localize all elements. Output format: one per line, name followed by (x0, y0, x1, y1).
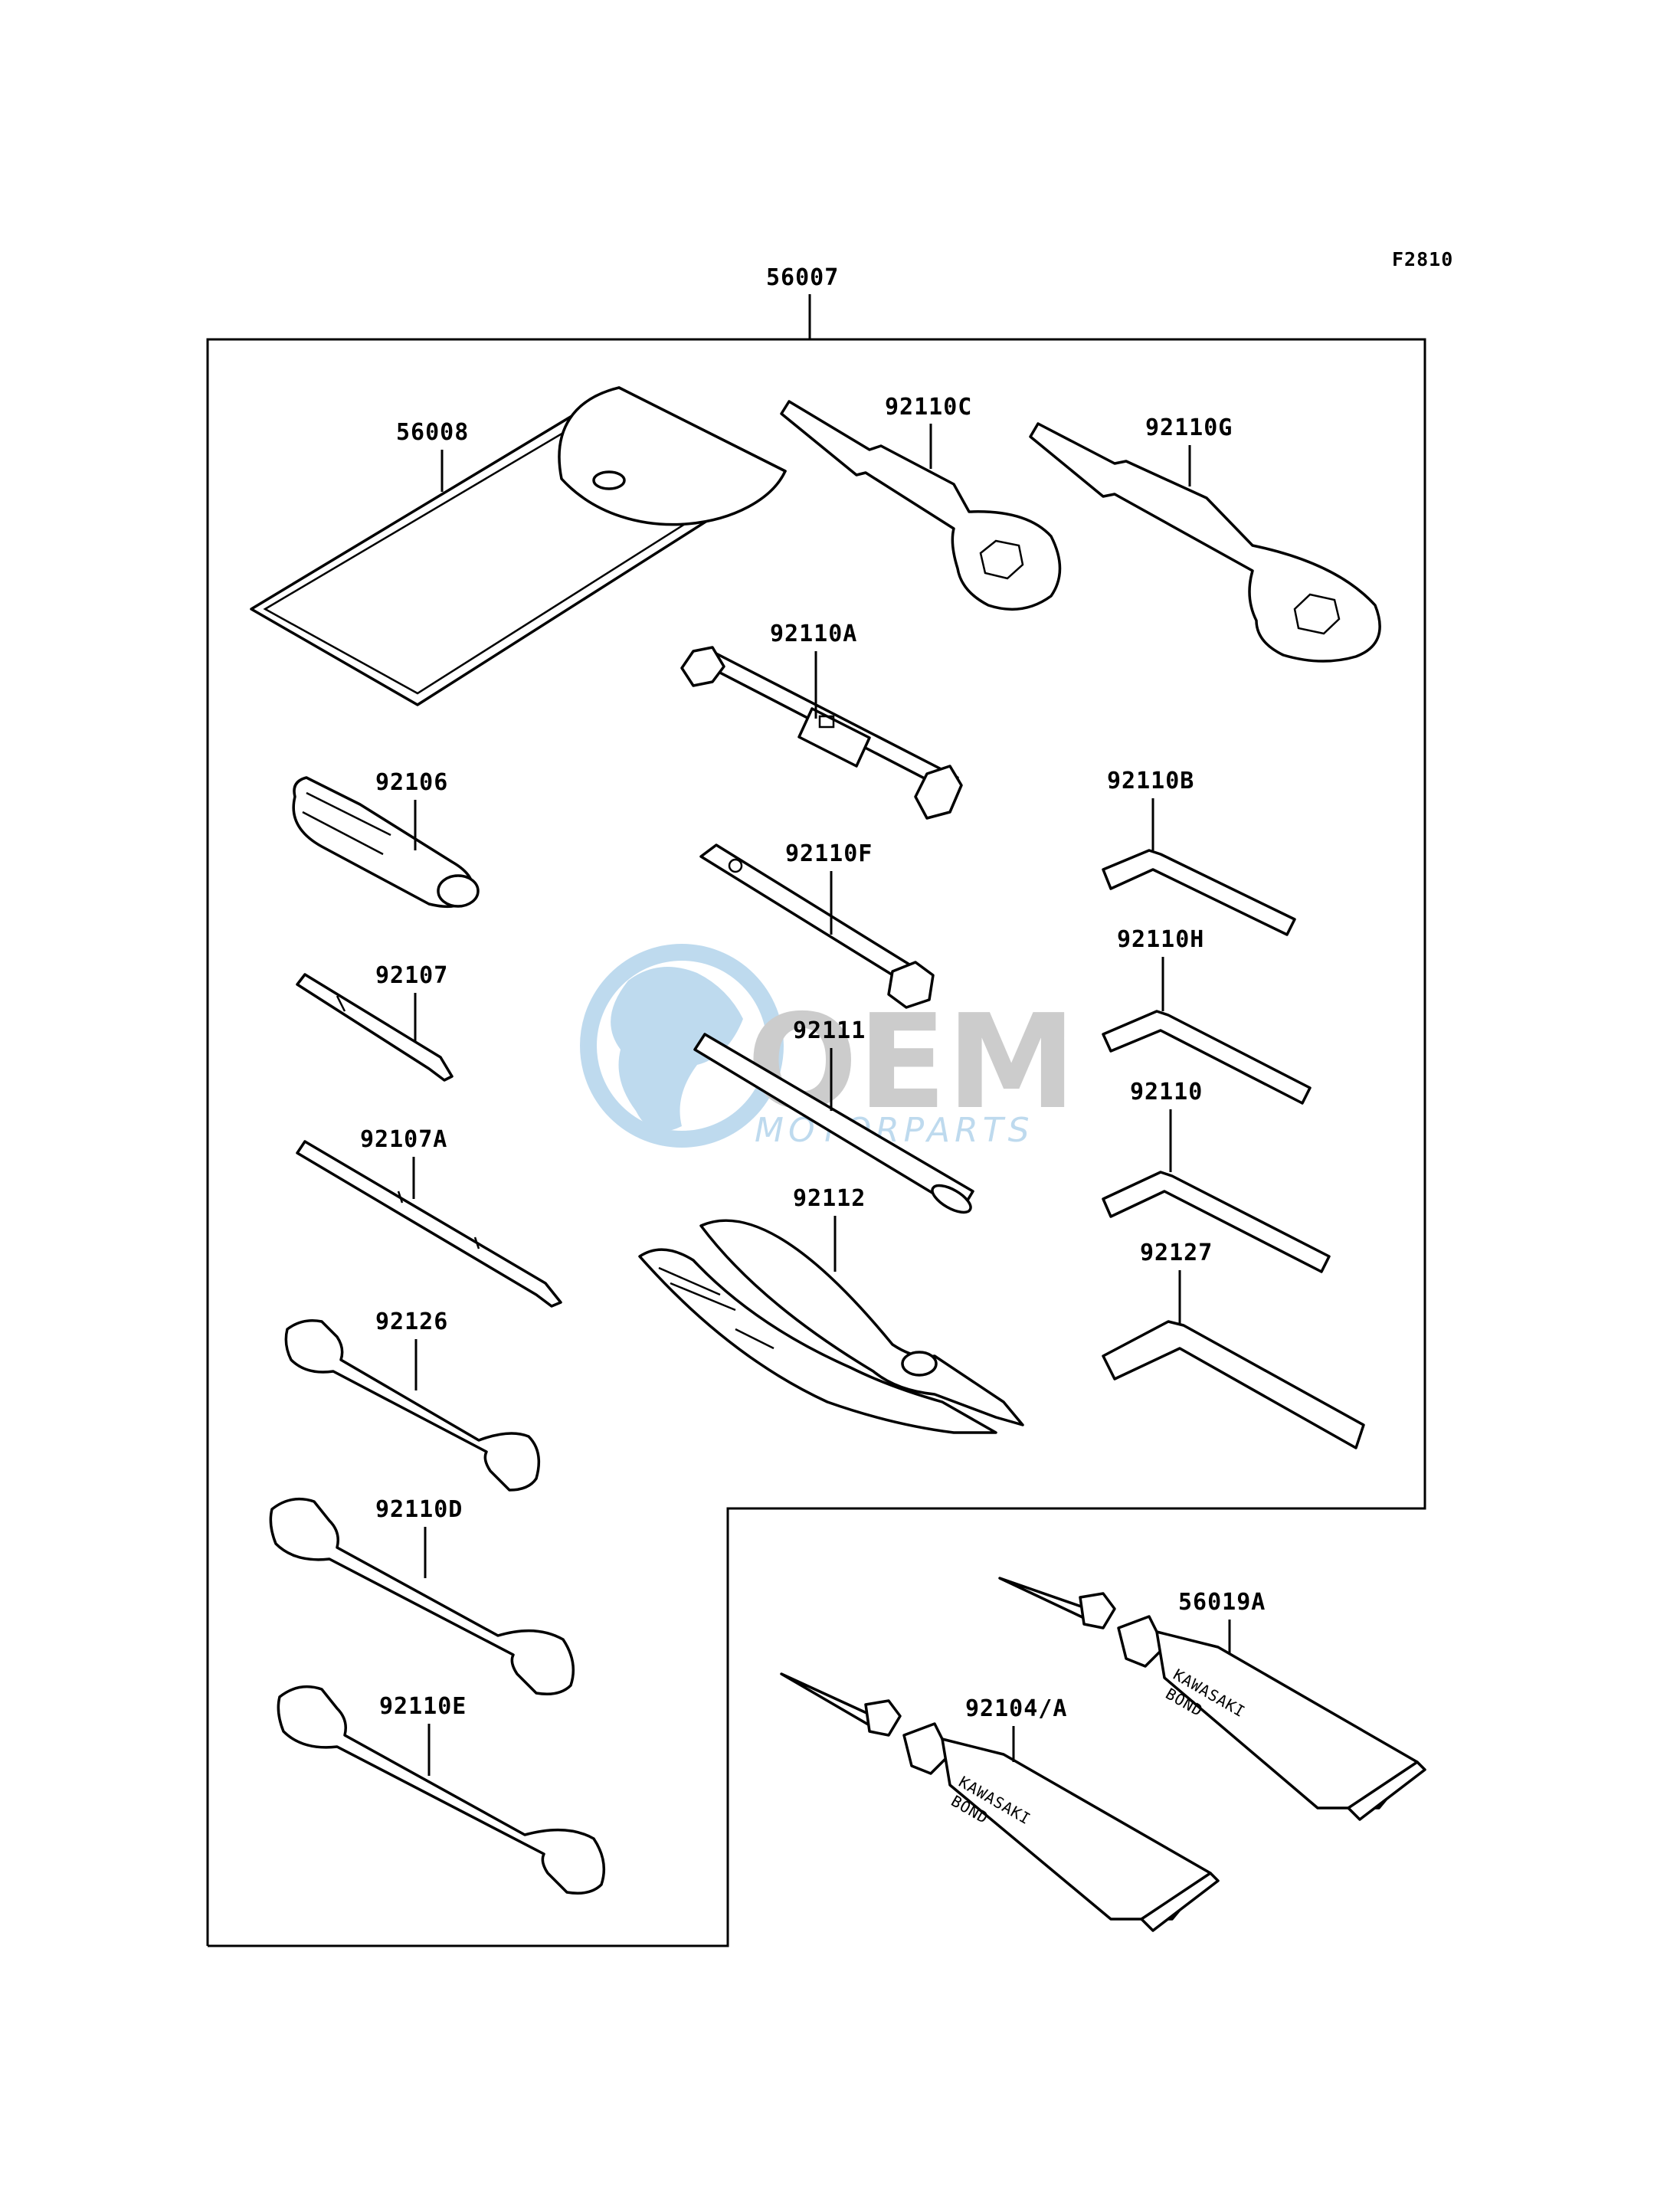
label-92127: 92127 (1140, 1240, 1213, 1266)
tool-pouch-56008 (250, 386, 787, 706)
label-92110D: 92110D (375, 1496, 463, 1523)
wrench-92110C (780, 400, 1062, 611)
wrench-92110D (269, 1497, 575, 1695)
socket-92110A (680, 646, 963, 820)
kit-outline (206, 338, 1426, 1947)
label-92110C: 92110C (885, 394, 972, 421)
allen-key-92110B (1102, 849, 1296, 936)
allen-key-92110 (1102, 1171, 1331, 1273)
box-spanner-92110F (699, 843, 935, 1009)
label-92107A: 92107A (360, 1126, 447, 1153)
label-56007: 56007 (766, 264, 839, 291)
wrench-92110G (1029, 422, 1381, 663)
label-92110B: 92110B (1107, 768, 1194, 794)
label-92104A: 92104/A (965, 1695, 1067, 1722)
label-92107: 92107 (375, 962, 448, 989)
label-92126: 92126 (375, 1308, 448, 1335)
label-92110H: 92110H (1117, 926, 1204, 953)
screwdriver-92107A (296, 1140, 562, 1308)
allen-key-92127 (1102, 1320, 1365, 1449)
driver-handle-92106 (292, 776, 480, 909)
label-92112: 92112 (793, 1185, 866, 1212)
label-92110E: 92110E (379, 1693, 467, 1720)
label-56019A: 56019A (1178, 1589, 1266, 1616)
bond-tube-92104A: KAWASAKI BOND (780, 1672, 1220, 1932)
screwdriver-bit-92107 (296, 973, 454, 1082)
allen-key-92110H (1102, 1010, 1312, 1105)
label-92110: 92110 (1130, 1079, 1203, 1105)
label-92110G: 92110G (1145, 414, 1233, 441)
label-92110F: 92110F (785, 840, 873, 867)
label-92110A: 92110A (770, 621, 857, 647)
label-92106: 92106 (375, 769, 448, 796)
wrench-92126 (284, 1319, 541, 1492)
bar-92111 (693, 1033, 974, 1214)
diagram-code: F2810 (1392, 248, 1453, 270)
wrench-92110E (277, 1685, 606, 1895)
pliers-92112 (638, 1219, 1024, 1434)
label-92111: 92111 (793, 1017, 866, 1044)
label-56008: 56008 (396, 419, 469, 446)
